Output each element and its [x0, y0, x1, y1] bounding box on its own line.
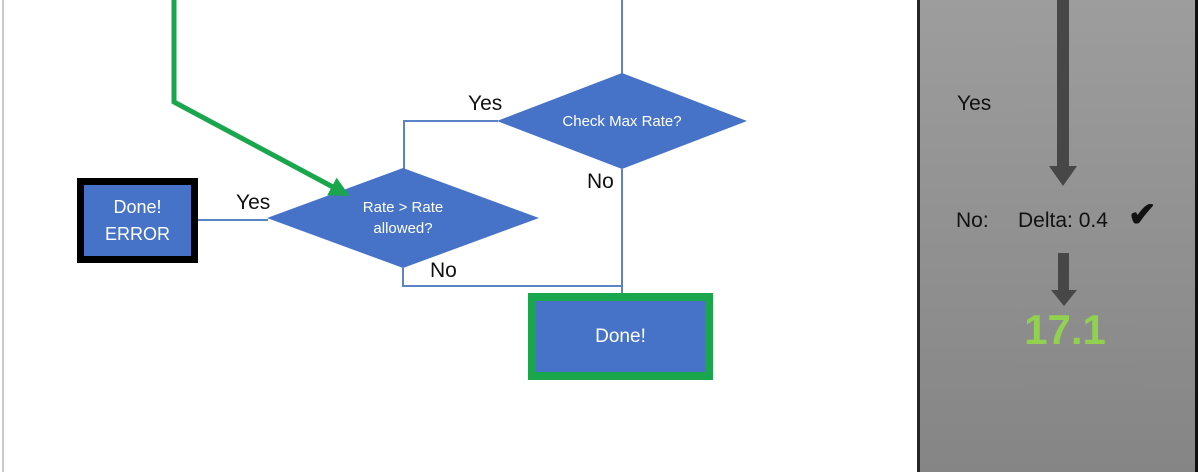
edge-label-rate-no: No	[430, 259, 457, 282]
diamond-rate-allowed-label: Rate > Rate allowed?	[362, 199, 444, 237]
diamond-check-max-rate: Check Max Rate?	[497, 73, 747, 169]
edge-label-check-yes: Yes	[468, 92, 503, 115]
panel-delta-value: Delta: 0.4	[1018, 209, 1108, 232]
connector-check-yes-horizontal	[404, 120, 498, 122]
connector-rate-no-horizontal	[402, 285, 623, 287]
panel-no-label: No:	[956, 209, 989, 232]
node-done-error-line2: ERROR	[104, 223, 170, 244]
edge-label-rate-yes: Yes	[236, 191, 271, 214]
small-arrow-down-icon	[1051, 290, 1077, 306]
connector-rate-yes-horizontal	[198, 219, 268, 221]
checkmark-icon: ✔	[1128, 196, 1157, 234]
green-flow-arrow	[171, 0, 350, 197]
arrow-down-icon	[1049, 166, 1077, 186]
diamond-check-max-rate-label: Check Max Rate?	[562, 112, 682, 130]
node-done-error-line1: Done!	[113, 196, 162, 217]
node-done: Done!	[528, 293, 713, 380]
small-arrow-down-shaft	[1058, 253, 1069, 290]
panel-result-value: 17.1	[1024, 306, 1106, 353]
node-done-label: Done!	[595, 325, 646, 347]
edge-label-check-no: No	[587, 170, 614, 193]
connector-rate-no-vertical	[402, 268, 404, 287]
side-panel: Yes No: Delta: 0.4 ✔ 17.1	[917, 0, 1198, 472]
connector-check-no-vertical	[621, 169, 623, 294]
node-done-error: Done! ERROR	[77, 178, 198, 263]
arrow-down-shaft	[1057, 0, 1069, 166]
panel-yes-label: Yes	[957, 92, 992, 115]
connector-top-into-check-max	[621, 0, 623, 74]
slide-edge-line	[2, 0, 4, 472]
connector-check-yes-vertical	[403, 120, 405, 169]
